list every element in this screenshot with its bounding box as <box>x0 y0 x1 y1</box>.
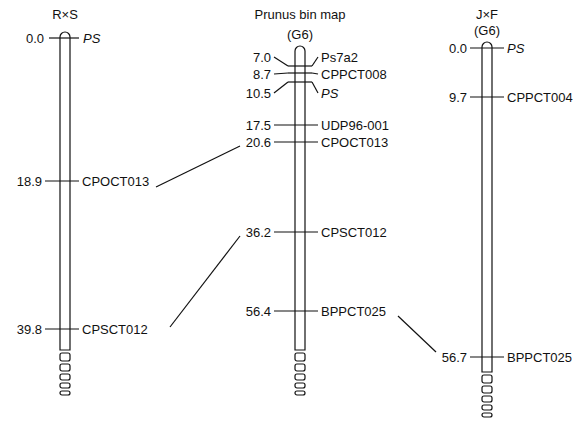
marker-name: CPPCT004 <box>507 91 573 104</box>
marker-name: BPPCT025 <box>507 351 572 364</box>
position-cm: 9.7 <box>449 91 467 104</box>
chromosome-bar <box>60 32 70 395</box>
chromosome-bar <box>482 42 492 417</box>
marker-name: CPOCT013 <box>321 136 388 149</box>
marker-name: Ps7a2 <box>321 51 358 64</box>
marker-name: UDP96-001 <box>321 119 389 132</box>
position-cm: 8.7 <box>253 68 271 81</box>
chromosome-bar <box>295 46 305 395</box>
map-title: Prunus bin map <box>254 8 345 21</box>
marker-ticks <box>45 38 79 329</box>
position-cm: 17.5 <box>246 119 271 132</box>
marker-name: PS <box>321 87 338 100</box>
marker-name: BPPCT025 <box>321 305 386 318</box>
marker-name: PS <box>507 42 524 55</box>
map-title: J×F <box>476 8 498 21</box>
position-cm: 56.7 <box>442 351 467 364</box>
position-cm: 10.5 <box>246 87 271 100</box>
linkage-group: (G6) <box>474 24 500 37</box>
marker-name: PS <box>83 32 100 45</box>
marker-name: CPOCT013 <box>82 175 149 188</box>
linkage-group: (G6) <box>287 28 313 41</box>
map-title: R×S <box>52 8 78 21</box>
position-cm: 56.4 <box>246 305 271 318</box>
position-cm: 18.9 <box>17 175 42 188</box>
position-cm: 0.0 <box>26 32 44 45</box>
position-cm: 39.8 <box>17 323 42 336</box>
position-cm: 7.0 <box>253 51 271 64</box>
marker-ticks <box>274 57 318 311</box>
homology-lines <box>156 146 436 352</box>
position-cm: 0.0 <box>449 42 467 55</box>
marker-name: CPSCT012 <box>321 226 387 239</box>
marker-name: CPPCT008 <box>321 68 387 81</box>
marker-ticks <box>470 48 504 357</box>
marker-name: CPSCT012 <box>82 323 148 336</box>
position-cm: 20.6 <box>246 136 271 149</box>
position-cm: 36.2 <box>246 226 271 239</box>
